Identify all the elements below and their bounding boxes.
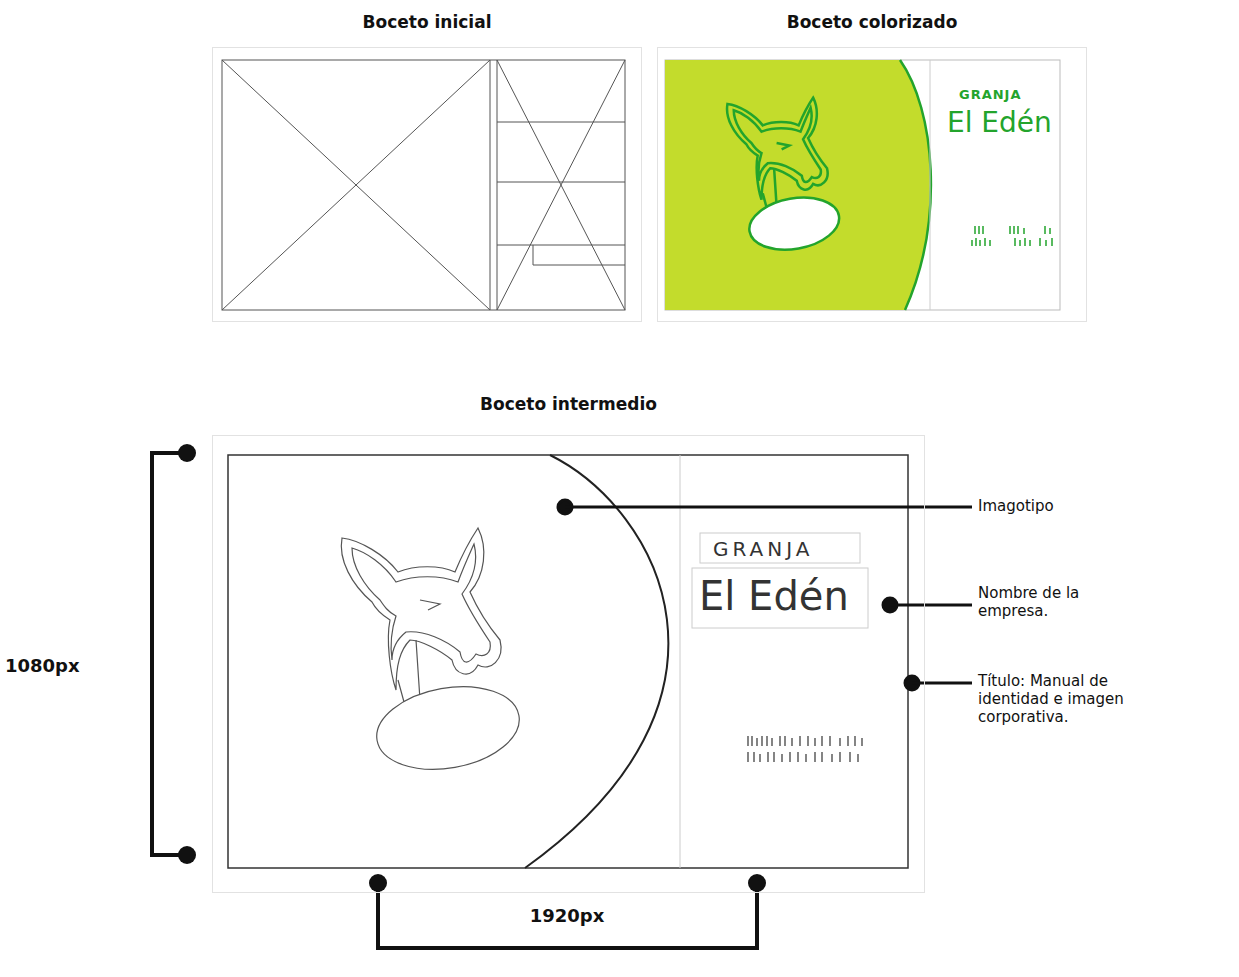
wireframe-sketch <box>222 60 625 310</box>
callout-label: Imagotipo <box>978 497 1054 515</box>
company-name: El Edén <box>699 572 849 620</box>
bracket-dots <box>178 444 766 892</box>
farm-label: GRANJA <box>713 537 813 561</box>
callout-label: Título: Manual de identidad e imagen cor… <box>978 672 1178 726</box>
dimension-label: 1080px <box>5 655 80 677</box>
dimension-brackets <box>152 453 757 948</box>
company-name: El Edén <box>947 106 1052 140</box>
sketch-frame: Boceto inicial <box>212 47 642 322</box>
colored-sketch <box>665 60 1060 310</box>
callout-label: Nombre de la empresa. <box>978 584 1108 620</box>
scribble-text <box>972 226 1052 246</box>
dimension-label: 1920px <box>517 905 617 927</box>
farm-label: GRANJA <box>959 87 1022 103</box>
scribble-text <box>748 736 862 762</box>
sketch-heading: Boceto intermedio <box>213 394 924 414</box>
sketch-heading: Boceto inicial <box>213 12 641 32</box>
intermediate-sketch <box>228 455 908 868</box>
sketch-frame: Boceto intermedioGRANJAEl Edén <box>212 435 925 893</box>
sketch-frame: Boceto colorizadoGRANJAEl Edén <box>657 47 1087 322</box>
callout-leaders <box>558 500 972 690</box>
sketch-heading: Boceto colorizado <box>658 12 1086 32</box>
